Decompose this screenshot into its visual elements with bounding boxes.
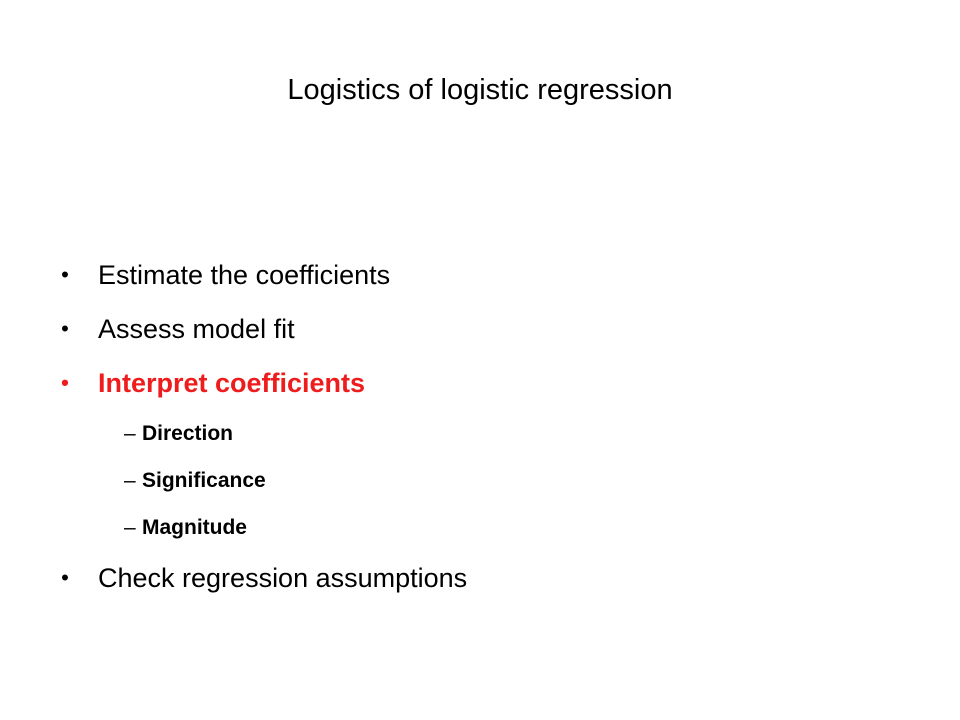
bullet-dot-icon: • xyxy=(61,370,69,395)
bullet-dot-icon: • xyxy=(61,316,69,341)
dash-icon: – xyxy=(124,469,136,492)
sub-bullet-item-significance: – Significance xyxy=(56,457,916,504)
sub-bullet-text: Magnitude xyxy=(142,516,247,539)
bullet-text: Check regression assumptions xyxy=(98,563,468,593)
bullet-dot-icon: • xyxy=(61,262,69,287)
bullet-item-assess: • Assess model fit xyxy=(56,302,916,356)
bullet-text: Estimate the coefficients xyxy=(98,260,391,290)
sub-bullet-text: Significance xyxy=(142,469,266,492)
bullet-item-estimate: • Estimate the coefficients xyxy=(56,248,916,302)
dash-icon: – xyxy=(124,516,136,539)
sub-bullet-text: Direction xyxy=(142,422,234,445)
bullet-item-check: • Check regression assumptions xyxy=(56,551,916,605)
dash-icon: – xyxy=(124,422,136,445)
bullet-item-interpret: • Interpret coefficients xyxy=(56,356,916,410)
bullet-text-highlighted: Interpret coefficients xyxy=(98,368,366,398)
bullet-list: • Estimate the coefficients • Assess mod… xyxy=(56,248,916,605)
bullet-dot-icon: • xyxy=(61,565,69,590)
sub-bullet-item-magnitude: – Magnitude xyxy=(56,504,916,551)
bullet-text: Assess model fit xyxy=(98,314,295,344)
slide-title: Logistics of logistic regression xyxy=(287,74,673,106)
sub-bullet-item-direction: – Direction xyxy=(56,410,916,457)
